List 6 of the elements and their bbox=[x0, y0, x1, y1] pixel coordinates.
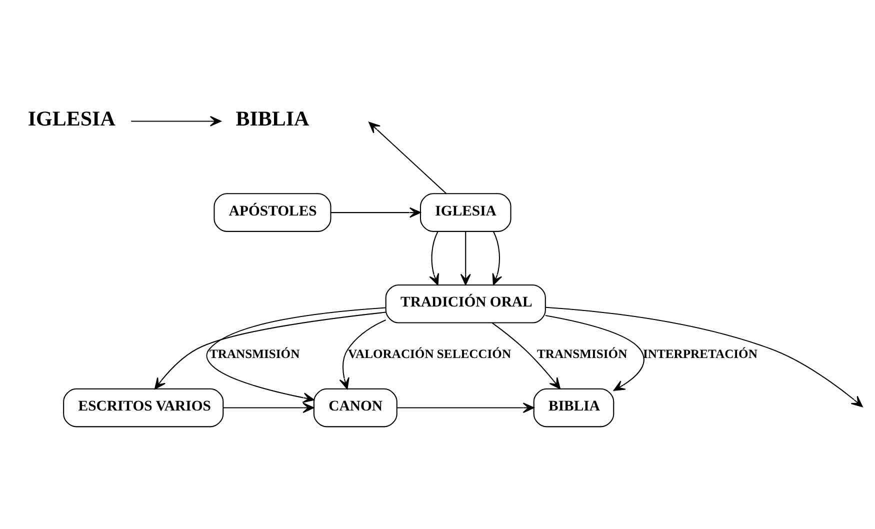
node-text: IGLESIA bbox=[27, 106, 115, 130]
edge-label: VALORACIÓN SELECCIÓN bbox=[348, 347, 511, 362]
node-text: BIBLIA bbox=[235, 106, 309, 130]
edge-label: TRANSMISIÓN bbox=[536, 347, 627, 362]
edge-label: INTERPRETACIÓN bbox=[642, 347, 757, 362]
edge-label: TRANSMISIÓN bbox=[208, 347, 300, 362]
